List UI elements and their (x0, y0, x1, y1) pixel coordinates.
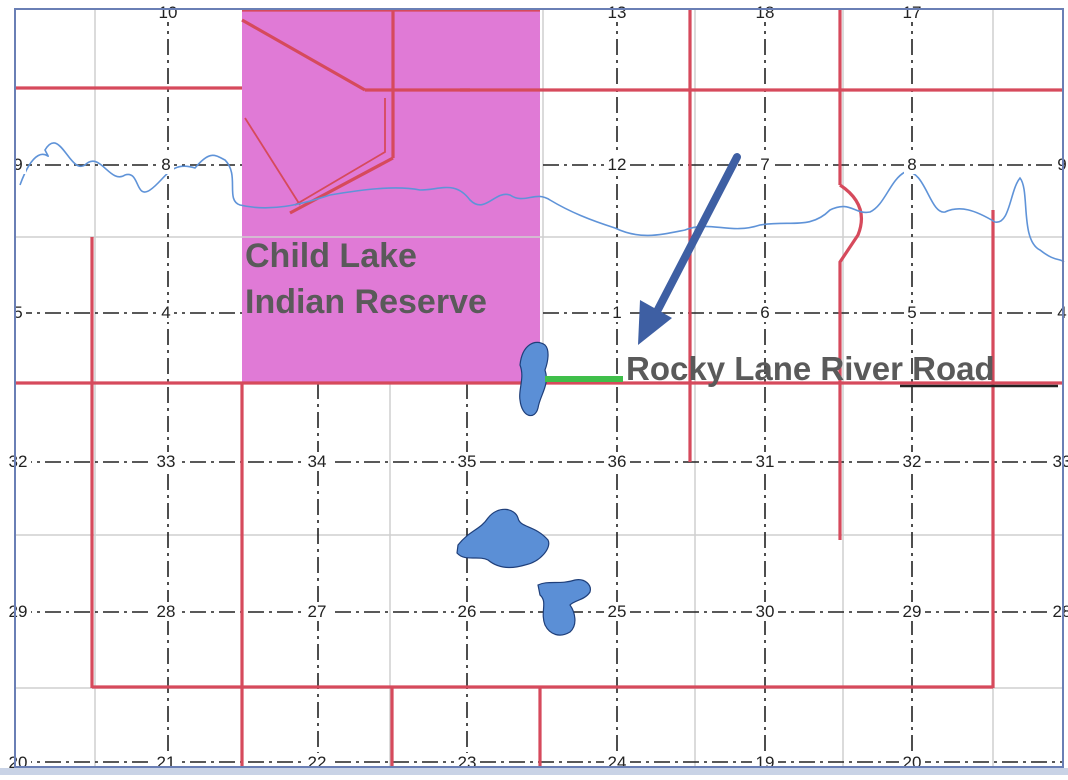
pointer-arrow-head (638, 300, 672, 345)
section-number: 1 (612, 303, 621, 322)
section-number: 8 (161, 155, 170, 174)
road-name-label: Rocky Lane River Road (626, 350, 995, 387)
section-number-bg (155, 3, 181, 22)
road (241, 18, 366, 92)
section-number-bg (604, 155, 630, 174)
river (19, 142, 1065, 263)
section-number: 34 (308, 452, 327, 471)
section-number-bg (752, 452, 778, 471)
road (838, 183, 863, 540)
road (289, 156, 394, 215)
section-number-bg (752, 602, 778, 621)
section-number-bg (454, 602, 480, 621)
section-number-bg (609, 303, 625, 322)
pointer-arrow-shaft (646, 153, 741, 329)
lake (456, 508, 550, 568)
section-number-bg (158, 155, 174, 174)
section-number: 28 (1053, 602, 1068, 621)
section-number: 25 (608, 602, 627, 621)
section-number: 5 (13, 303, 22, 322)
section-number: 28 (157, 602, 176, 621)
section-number-bg (1054, 155, 1068, 174)
section-number-bg (899, 602, 925, 621)
section-number: 33 (157, 452, 176, 471)
trail (244, 117, 301, 206)
section-number: 8 (907, 155, 916, 174)
section-number-bg (5, 602, 31, 621)
section-number: 29 (9, 602, 28, 621)
section-number: 9 (13, 155, 22, 174)
section-number-bg (1054, 303, 1068, 322)
section-number: 35 (458, 452, 477, 471)
section-number-bg (158, 303, 174, 322)
trail (294, 98, 386, 206)
section-number: 29 (903, 602, 922, 621)
section-number-bg (604, 602, 630, 621)
section-grid (16, 10, 1064, 770)
section-number: 9 (1057, 155, 1066, 174)
section-number: 32 (903, 452, 922, 471)
section-number: 30 (756, 602, 775, 621)
section-number: 5 (907, 303, 916, 322)
section-number: 31 (756, 452, 775, 471)
section-number-bg (757, 155, 773, 174)
section-number: 32 (9, 452, 28, 471)
map-frame-bottom (0, 768, 1068, 775)
section-number-bg (304, 452, 330, 471)
section-number: 33 (1053, 452, 1068, 471)
reserve-trails (244, 98, 386, 206)
section-number-bg (904, 303, 920, 322)
section-number-bg (752, 3, 778, 22)
section-number-bg (604, 452, 630, 471)
reserve-label-line1: Child Lake (245, 237, 417, 275)
section-number: 26 (458, 602, 477, 621)
section-number: 13 (608, 3, 627, 22)
section-number: 6 (760, 303, 769, 322)
section-number: 18 (756, 3, 775, 22)
section-number-bg (604, 3, 630, 22)
section-number-bg (454, 452, 480, 471)
reserve-area (242, 10, 540, 383)
section-number: 7 (760, 155, 769, 174)
section-number: 17 (903, 3, 922, 22)
section-number: 10 (159, 3, 178, 22)
section-number-bg (757, 303, 773, 322)
section-number-bg (153, 602, 179, 621)
section-number: 12 (608, 155, 627, 174)
section-number-bg (304, 602, 330, 621)
section-number: 27 (308, 602, 327, 621)
lake (519, 341, 549, 417)
section-number-bg (899, 3, 925, 22)
reserve-label-line2: Indian Reserve (245, 283, 487, 321)
section-number-bg (899, 452, 925, 471)
section-number: 36 (608, 452, 627, 471)
lake (537, 579, 591, 636)
section-number-bg (904, 155, 920, 174)
section-number-bg (5, 452, 31, 471)
section-number-bg (153, 452, 179, 471)
section-number: 4 (1057, 303, 1066, 322)
section-number: 4 (161, 303, 170, 322)
